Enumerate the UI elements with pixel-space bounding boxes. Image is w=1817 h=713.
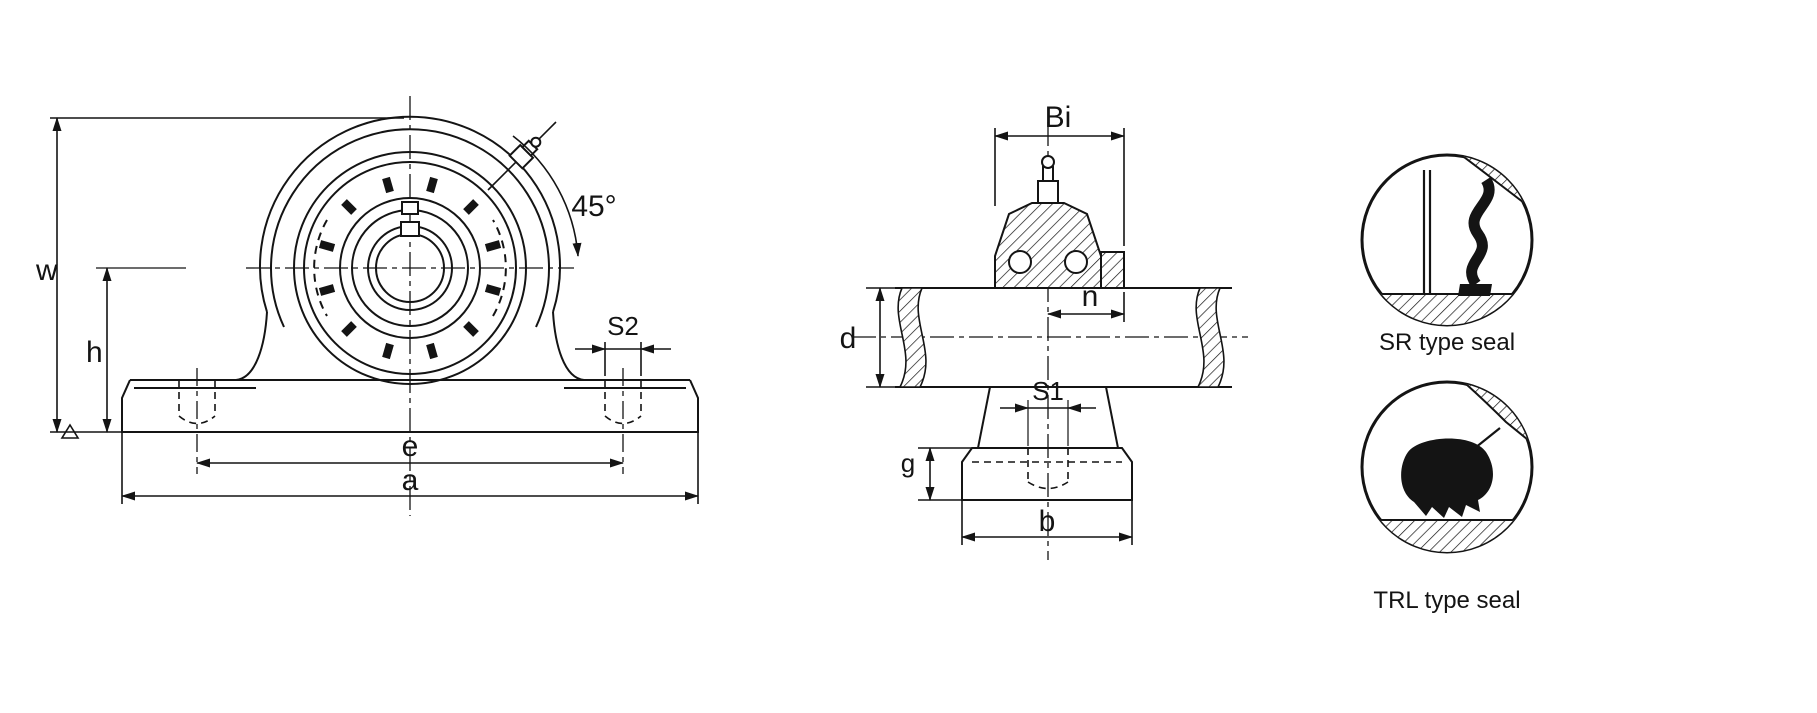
housing-outer-arc [259, 115, 561, 313]
dim-a [121, 432, 699, 504]
datum-triangle [60, 423, 80, 439]
pedestal-hidden-lines [972, 448, 1122, 490]
front-view: w h e a S2 45° [35, 96, 699, 516]
dim-b [961, 500, 1133, 545]
lock-washer-tabs [318, 176, 502, 360]
seal-detail-trl: TRL type seal [1360, 380, 1534, 614]
dim-label-a: a [402, 464, 419, 497]
dim-label-w: w [35, 254, 58, 287]
bore-keyway [400, 221, 420, 237]
nut-notch [401, 201, 419, 215]
dim-label-s1: S1 [1032, 376, 1064, 406]
dim-d [866, 287, 895, 388]
trl-seal-label: TRL type seal [1373, 587, 1520, 614]
housing-inner-arc [270, 128, 550, 328]
bolt-slots [178, 380, 642, 425]
trl-detail-content [1362, 383, 1532, 552]
bolt-centerlines [196, 368, 624, 474]
dim-s2 [575, 342, 671, 376]
side-view: Bi n d S1 g b [840, 101, 1248, 560]
dim-label-e: e [402, 430, 419, 463]
ball-right [1064, 250, 1088, 274]
dim-s1 [1000, 400, 1096, 446]
dim-label-h: h [86, 336, 103, 369]
dim-label-g: g [901, 448, 915, 478]
dim-g [918, 447, 972, 501]
ball-left [1008, 250, 1032, 274]
seal-detail-sr: SR type seal [1360, 153, 1534, 356]
front-centerlines [246, 96, 574, 516]
dim-label-d: d [840, 322, 857, 355]
dim-label-n: n [1082, 280, 1099, 313]
base-outline [121, 311, 699, 433]
dim-label-b: b [1039, 505, 1056, 538]
locking-collar [1100, 251, 1125, 289]
dim-label-bi: Bi [1045, 101, 1072, 134]
angle-label: 45° [571, 190, 616, 223]
sr-seal-label: SR type seal [1379, 329, 1515, 356]
dim-bi [994, 128, 1125, 246]
grease-fitting-side [1037, 155, 1059, 204]
dim-n [1047, 292, 1125, 322]
dim-label-s2: S2 [607, 311, 639, 341]
dim-w [50, 117, 404, 433]
angle-arc [512, 135, 582, 257]
cap-section [994, 202, 1102, 289]
grease-fitting [508, 136, 542, 170]
bearing-rings [293, 151, 527, 385]
